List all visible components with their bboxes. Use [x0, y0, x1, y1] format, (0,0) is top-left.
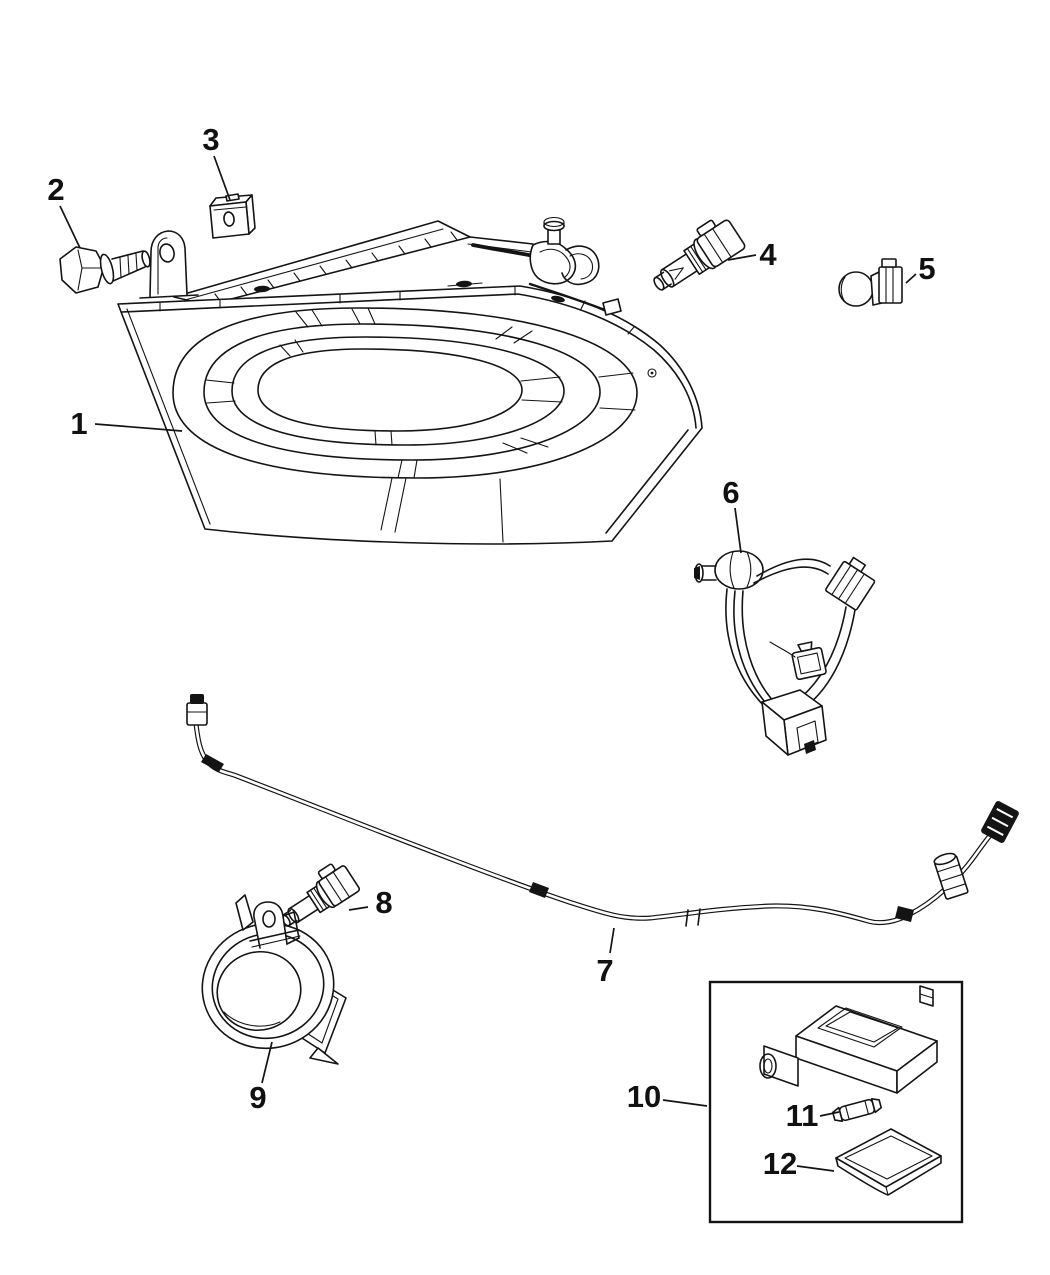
- callout-label-5: 5: [918, 251, 935, 286]
- callout-4: 4: [727, 237, 777, 272]
- headlamp-bulb-drawing: [653, 219, 746, 291]
- callout-label-3: 3: [202, 122, 219, 157]
- pigtail-connector-c: [761, 689, 827, 756]
- callout-3: 3: [202, 122, 231, 201]
- harness-end-connector: [981, 801, 1019, 843]
- callout-label-11: 11: [786, 1098, 819, 1133]
- pigtail-connector-a: [825, 556, 876, 611]
- callout-label-2: 2: [47, 172, 64, 207]
- callout-11: 11: [786, 1098, 840, 1133]
- band-ticks: [159, 286, 635, 335]
- callout-label-4: 4: [759, 237, 777, 272]
- module-bulb-drawing: [831, 1098, 883, 1122]
- callout-label-1: 1: [70, 406, 87, 441]
- reflector-rings: [172, 307, 638, 479]
- pigtail-connector-b: [791, 641, 827, 681]
- callout-6: 6: [722, 475, 742, 554]
- callout-5: 5: [905, 251, 936, 286]
- kit-boundary-box: [708, 980, 964, 1224]
- callout-label-8: 8: [375, 885, 392, 920]
- headlamp-assembly-drawing: [117, 216, 703, 545]
- mounting-bolt-drawing: [59, 246, 151, 294]
- callout-12: 12: [763, 1146, 835, 1181]
- callout-8: 8: [348, 885, 393, 920]
- callout-label-9: 9: [249, 1080, 266, 1115]
- callout-label-7: 7: [596, 953, 613, 988]
- harness-socket: [933, 852, 969, 900]
- callout-label-10: 10: [627, 1079, 661, 1114]
- module-kit-box: [708, 980, 964, 1224]
- park-turn-bulb-drawing: [838, 258, 903, 307]
- fog-lamp-ring: [201, 922, 335, 1050]
- lens-tray-drawing: [835, 1128, 942, 1196]
- callout-label-12: 12: [763, 1146, 797, 1181]
- callout-label-6: 6: [722, 475, 739, 510]
- fog-lamp-jumper-harness-drawing: [186, 694, 1019, 927]
- u-nut-clip-drawing: [209, 193, 256, 239]
- reflector-spokes: [205, 307, 636, 543]
- fog-lamp-lens: [216, 950, 302, 1032]
- callout-2: 2: [47, 172, 81, 249]
- headlamp-wiring-pigtail-drawing: [694, 550, 876, 756]
- callout-10: 10: [627, 1079, 708, 1114]
- control-module-drawing: [759, 985, 938, 1094]
- callout-9: 9: [249, 1041, 273, 1115]
- callout-7: 7: [596, 927, 615, 988]
- housing-bolt: [543, 216, 565, 245]
- callouts: 1 2 3 4 5 6 7 8: [47, 122, 935, 1181]
- fog-lamp-drawing: [201, 894, 347, 1065]
- callout-1: 1: [70, 406, 183, 441]
